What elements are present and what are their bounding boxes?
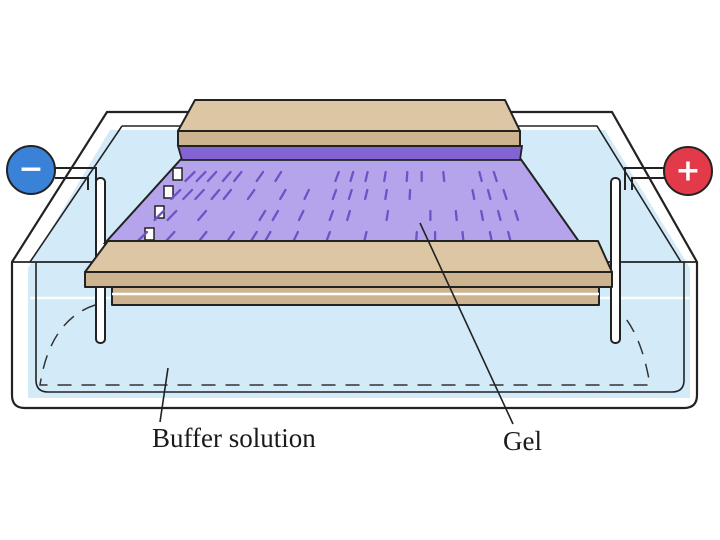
dna-band xyxy=(226,230,236,243)
dna-band xyxy=(364,170,369,183)
dna-band xyxy=(384,188,388,201)
dna-band xyxy=(478,170,483,183)
dna-band xyxy=(222,188,233,201)
plus-icon: + xyxy=(675,154,700,189)
dna-band xyxy=(405,170,409,183)
dna-band xyxy=(486,188,492,201)
negative-terminal: − xyxy=(6,145,56,195)
dna-band xyxy=(502,188,508,201)
dna-band xyxy=(198,230,208,243)
dna-band xyxy=(488,230,493,243)
dna-band xyxy=(507,230,512,243)
bottom-plate xyxy=(84,240,613,306)
dna-band xyxy=(164,230,176,243)
top-plate xyxy=(177,99,521,147)
dna-band xyxy=(195,170,207,183)
dna-band xyxy=(346,209,352,222)
dna-band xyxy=(246,188,256,201)
dna-band xyxy=(194,188,205,201)
dna-band xyxy=(331,188,338,201)
tray-dashed-outline xyxy=(39,304,651,386)
dna-band xyxy=(363,230,368,243)
dna-band xyxy=(249,230,258,243)
dna-band xyxy=(258,209,267,222)
dna-band xyxy=(279,188,287,201)
dna-band xyxy=(325,230,332,243)
dna-band xyxy=(492,170,498,183)
dna-band xyxy=(385,209,390,222)
dna-band xyxy=(197,209,208,222)
dna-band xyxy=(233,170,243,183)
dna-band xyxy=(383,170,387,183)
dna-band xyxy=(513,209,520,222)
dna-band xyxy=(210,188,221,201)
dna-band xyxy=(334,170,340,183)
dna-band xyxy=(303,188,310,201)
dna-band xyxy=(442,170,446,183)
wells xyxy=(144,167,183,241)
dna-band xyxy=(328,209,335,222)
dna-band xyxy=(136,230,149,243)
dna-band xyxy=(153,209,165,222)
dna-band xyxy=(496,209,502,222)
dna-band xyxy=(415,230,418,243)
dna-band xyxy=(169,188,182,201)
dna-band xyxy=(454,209,458,222)
dna-band xyxy=(297,209,305,222)
dna-bands xyxy=(136,170,520,243)
dna-band xyxy=(347,188,353,201)
dna-band xyxy=(221,170,232,183)
buffer-solution-label: Buffer solution xyxy=(152,423,316,453)
dna-band xyxy=(264,230,272,243)
dna-band xyxy=(166,209,178,222)
comb xyxy=(176,145,524,161)
dna-band xyxy=(274,170,283,183)
dna-band xyxy=(363,188,369,201)
dna-band xyxy=(292,230,300,243)
dna-band xyxy=(480,209,485,222)
leader-lines xyxy=(159,222,514,425)
dna-band xyxy=(184,170,196,183)
positive-terminal: + xyxy=(663,146,713,196)
dna-band xyxy=(182,188,194,201)
dna-band xyxy=(349,170,355,183)
dna-band xyxy=(461,230,465,243)
dna-band xyxy=(271,209,280,222)
dna-band xyxy=(255,170,265,183)
dna-band xyxy=(471,188,476,201)
dna-band xyxy=(408,188,412,201)
minus-icon: − xyxy=(18,152,43,187)
gel-label: Gel xyxy=(503,426,542,456)
dna-band xyxy=(206,170,218,183)
